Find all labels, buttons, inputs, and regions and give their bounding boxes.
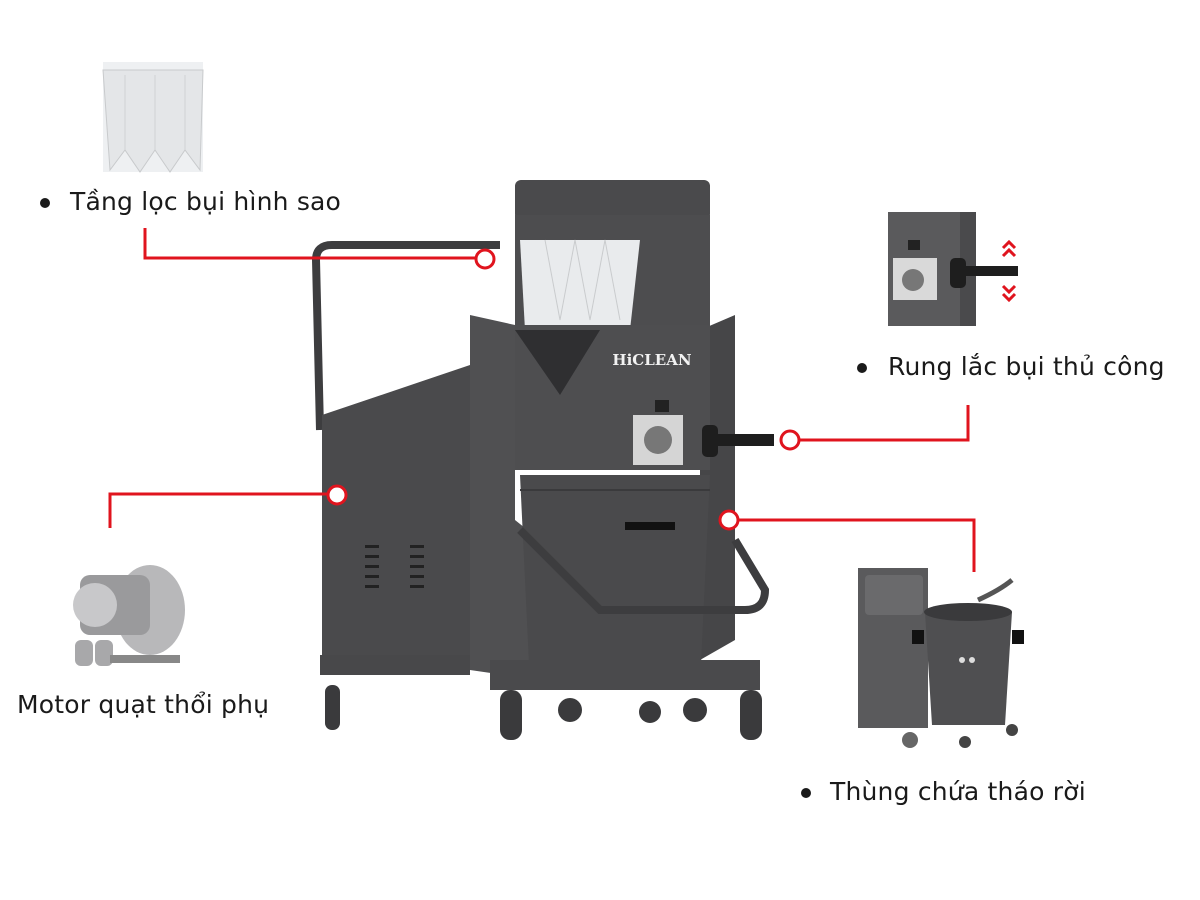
callout-line-shaker [800, 405, 970, 442]
callout-line-filter [143, 228, 475, 260]
bullet-icon [857, 363, 867, 373]
brand-logo: HiCLEAN [612, 351, 691, 369]
feature-label-motor: Motor quạt thổi phụ [17, 690, 270, 719]
callout-marker-motor [326, 484, 348, 506]
callout-lines [108, 228, 976, 572]
callout-line-motor [108, 492, 327, 528]
callout-marker-filter [474, 248, 496, 270]
bullet-icon [801, 788, 811, 798]
feature-label-filter: Tầng lọc bụi hình sao [70, 187, 342, 216]
blower-motor-image [73, 565, 185, 666]
callout-line-bin [738, 518, 976, 572]
callout-marker-bin [718, 509, 740, 531]
callout-marker-shaker [779, 429, 801, 451]
feature-label-shaker: Rung lắc bụi thủ công [888, 352, 1165, 381]
feature-label-bin: Thùng chứa tháo rời [830, 777, 1086, 806]
star-filter-image [102, 62, 204, 173]
vacuum-machine-image: HiCLEAN [311, 180, 774, 740]
bullet-icon [40, 198, 50, 208]
dust-bin-image [858, 568, 1024, 748]
shaker-image [888, 212, 1018, 326]
